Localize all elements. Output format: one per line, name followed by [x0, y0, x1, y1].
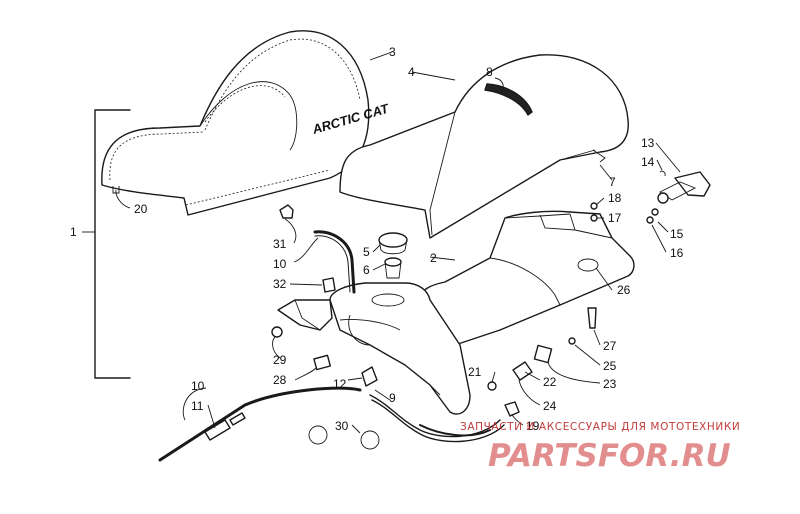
callout-31: 31 — [273, 237, 287, 251]
callout-3: 3 — [389, 45, 396, 59]
fuel-tank — [329, 282, 471, 415]
callout-21: 21 — [468, 365, 482, 379]
callout-15: 15 — [670, 227, 684, 241]
callout-8: 8 — [486, 65, 493, 79]
callout-23: 23 — [603, 377, 617, 391]
callout-25: 25 — [603, 359, 617, 373]
callout-17: 17 — [608, 211, 622, 225]
seat-base — [419, 210, 635, 346]
callout-7: 7 — [609, 175, 616, 189]
callout-24: 24 — [543, 399, 557, 413]
callout-5: 5 — [363, 245, 370, 259]
callout-14: 14 — [641, 155, 655, 169]
callout-20: 20 — [134, 202, 148, 216]
callout-22: 22 — [543, 375, 557, 389]
tank-bracket — [277, 299, 333, 331]
watermark-tagline: ЗАПЧАСТИ И АКСЕССУАРЫ ДЛЯ МОТОТЕХНИКИ — [460, 421, 740, 433]
callout-12: 12 — [333, 377, 347, 391]
callout-1: 1 — [70, 225, 77, 239]
vent-hose — [313, 230, 356, 294]
callout-29: 29 — [273, 353, 287, 367]
assembly-bracket — [82, 109, 131, 379]
callout-32: 32 — [273, 277, 287, 291]
callout-9: 9 — [389, 391, 396, 405]
callout-4: 4 — [408, 65, 415, 79]
watermark: ЗАПЧАСТИ И АКСЕССУАРЫ ДЛЯ МОТОТЕХНИКИ PA… — [460, 421, 740, 474]
fuel-cap — [378, 232, 408, 279]
callout-19: 19 — [526, 419, 540, 433]
callout-27: 27 — [603, 339, 617, 353]
fuel-line — [369, 394, 505, 443]
callout-2: 2 — [430, 251, 437, 265]
callout-6: 6 — [363, 263, 370, 277]
watermark-logo: PARTSFOR.RU — [488, 438, 731, 474]
hose-clamps — [308, 425, 380, 450]
callout-10-vent: 10 — [273, 257, 287, 271]
callout-labels: 1 2 3 4 5 6 7 8 9 10 10 11 12 13 14 15 1… — [70, 45, 684, 433]
callout-28: 28 — [273, 373, 287, 387]
leader-lines — [115, 51, 681, 434]
throttle-cable — [158, 386, 362, 462]
seat-foam — [339, 54, 629, 239]
callout-26: 26 — [617, 283, 631, 297]
small-parts — [271, 170, 711, 417]
callout-16: 16 — [670, 246, 684, 260]
callout-11: 11 — [191, 399, 204, 413]
callout-10-cable: 10 — [191, 379, 205, 393]
callout-30: 30 — [335, 419, 349, 433]
seat-cover: ARCTIC CAT — [101, 30, 391, 216]
callout-13: 13 — [641, 136, 655, 150]
callout-18: 18 — [608, 191, 622, 205]
